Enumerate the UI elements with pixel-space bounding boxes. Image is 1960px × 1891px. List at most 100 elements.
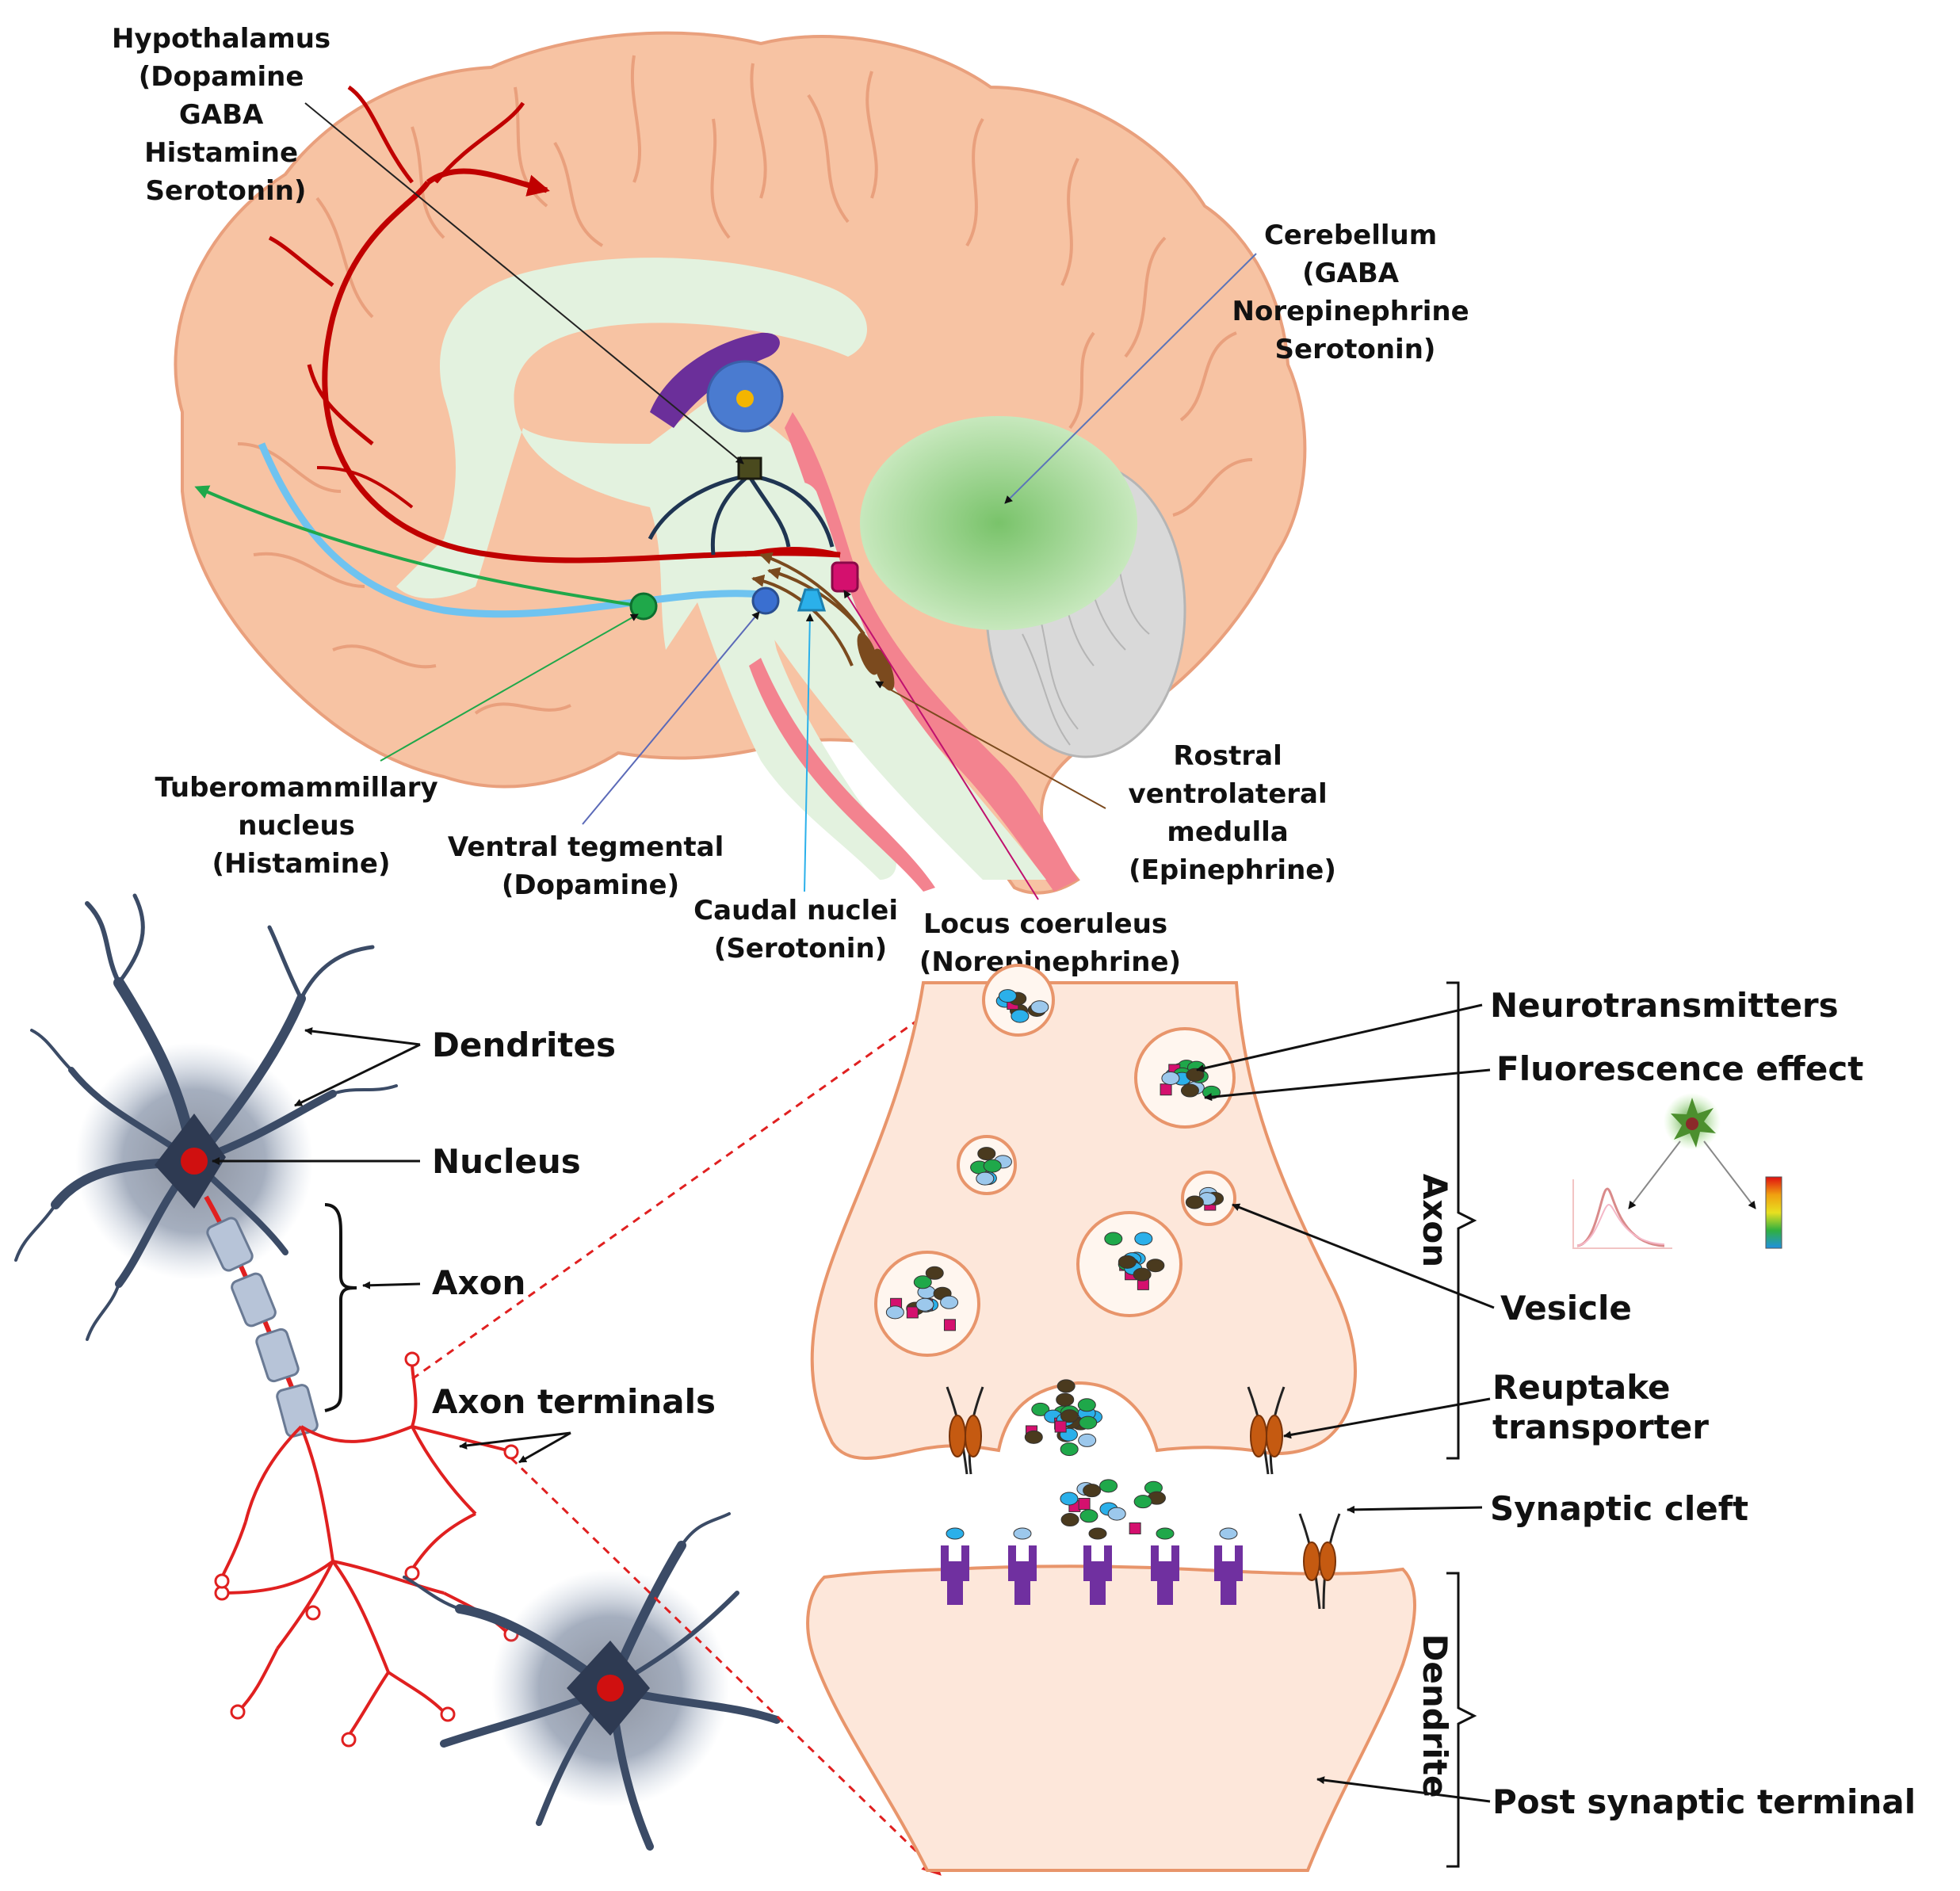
neurotransmitter-particle — [1078, 1433, 1097, 1447]
neurotransmitter-particle — [1079, 1415, 1098, 1430]
histamine-pathway — [194, 485, 643, 608]
dendrite-leader-2 — [294, 1043, 421, 1107]
norepinephrine-pathway — [744, 547, 841, 557]
neurotransmitter-particle — [1077, 1398, 1096, 1412]
hypothalamus-leader — [304, 102, 744, 464]
neurotransmitter-particle — [1054, 1420, 1067, 1433]
neurotransmitter-particle — [1031, 1402, 1050, 1416]
zoom-line-top — [411, 1003, 942, 1381]
receptor — [1151, 1545, 1179, 1605]
cleft-leader — [1347, 1505, 1483, 1514]
cerebellum-label: Cerebellum (GABA Norepinephrine Serotoni… — [1232, 220, 1479, 365]
neurotransmitter-particle — [1083, 1484, 1102, 1498]
neurotransmitter-particle — [976, 1171, 995, 1186]
neurotransmitter-particle — [1160, 1083, 1172, 1096]
neurotransmitter-particle — [1180, 1083, 1199, 1098]
epinephrine-nucleus-2 — [873, 648, 895, 691]
neurotransmitter-particle — [1099, 1479, 1118, 1493]
receptor — [1008, 1545, 1037, 1605]
myelin-sheaths — [206, 1217, 319, 1438]
neurotransmitters-leader — [1196, 1003, 1483, 1072]
reuptake-transporter-right — [1247, 1386, 1286, 1475]
dopamine-branch-3 — [268, 235, 334, 287]
neurotransmitter-particle — [943, 1319, 956, 1331]
brainstem-front-edge — [749, 658, 935, 892]
bound-neurotransmitter — [1219, 1527, 1238, 1540]
corpus-callosum — [396, 258, 896, 880]
receptor — [1214, 1545, 1243, 1605]
vesicle-label: Vesicle — [1500, 1289, 1632, 1328]
neurotransmitter-particle — [1011, 1009, 1030, 1023]
neurotransmitter-particle — [1060, 1442, 1079, 1457]
dopamine-branch-1 — [347, 85, 414, 184]
neurotransmitter-particle — [915, 1297, 934, 1312]
neurotransmitters-label: Neurotransmitters — [1490, 986, 1839, 1025]
bound-neurotransmitter — [1156, 1527, 1175, 1540]
dendrite-brace-right — [1446, 1572, 1477, 1868]
tuberomammillary-label: Tuberomammillary nucleus (Histamine) — [155, 772, 447, 880]
terminals-leader-2 — [518, 1431, 571, 1464]
neurotransmitter-particle — [1024, 1430, 1043, 1444]
receptor — [941, 1545, 969, 1605]
axon-terminals-label: Axon terminals — [432, 1382, 716, 1421]
reuptake-label: Reuptake transporter — [1492, 1368, 1709, 1446]
tuberomammillary-leader — [380, 613, 639, 762]
caudal-nuclei-label: Caudal nuclei (Serotonin) — [693, 895, 907, 965]
cerebellum-leader — [1004, 253, 1257, 504]
fluorescence-label: Fluorescence effect — [1496, 1049, 1863, 1088]
dopamine-branch-5 — [316, 466, 414, 509]
dendrite-side-label: Dendrite — [1416, 1634, 1454, 1798]
receptors — [941, 1527, 1243, 1605]
tuberomammillary-marker — [629, 592, 658, 621]
nucleus-dot — [181, 1148, 208, 1175]
neurotransmitter-particle — [1107, 1507, 1126, 1521]
thalamus-core — [736, 390, 754, 407]
neurotransmitter-particle — [1185, 1195, 1204, 1209]
fluorescence-inset — [1572, 1093, 1782, 1249]
caudal-nuclei-leader — [804, 613, 814, 892]
cerebellum-arbor — [860, 416, 1137, 630]
neurotransmitter-particle — [1104, 1232, 1123, 1246]
neurotransmitter-particle — [1030, 1000, 1049, 1014]
axon-side-label: Axon — [1416, 1174, 1454, 1267]
neurotransmitter-particle — [1060, 1492, 1079, 1506]
dopamine-branch-2 — [434, 101, 525, 184]
synaptic-cleft-label: Synaptic cleft — [1490, 1489, 1748, 1528]
rostral-medulla-leader — [875, 681, 1106, 809]
neurotransmitter-particle — [940, 1295, 959, 1309]
locus-coeruleus-leader — [843, 590, 1039, 900]
receptor — [1083, 1545, 1112, 1605]
ventral-tegmental-label: Ventral tegmental (Dopamine) — [448, 831, 733, 901]
serotonin-pathway — [258, 442, 762, 618]
neurotransmitter-particle — [1133, 1267, 1152, 1282]
neurotransmitter-particle — [1146, 1259, 1165, 1273]
reuptake-transporter-left — [946, 1386, 984, 1475]
fluorescence-leader — [1204, 1068, 1491, 1102]
neurotransmitter-particle — [1078, 1498, 1091, 1511]
axon-terminals — [220, 1362, 509, 1737]
axon-label: Axon — [432, 1263, 525, 1302]
hypothalamus-marker — [737, 457, 762, 480]
terminals-leader-1 — [459, 1431, 571, 1450]
dendrites-label: Dendrites — [432, 1026, 616, 1064]
brainstem — [745, 482, 1046, 880]
neurotransmitter-particle — [1118, 1255, 1137, 1269]
epinephrine-nucleus-1 — [857, 632, 879, 675]
synapse — [806, 964, 1782, 1872]
neurotransmitter-particle — [1079, 1509, 1098, 1523]
locus-coeruleus-marker — [831, 561, 859, 593]
postsynaptic-terminal — [806, 1564, 1416, 1872]
reuptake-transporter-post — [1298, 1513, 1341, 1610]
neurotransmitter-particle — [1060, 1513, 1079, 1527]
reuptake-leader — [1283, 1397, 1491, 1439]
neurotransmitter-particle — [1186, 1068, 1205, 1082]
axon-brace-right — [1446, 981, 1477, 1460]
axon-brace — [324, 1203, 357, 1412]
axon-leader — [362, 1281, 421, 1289]
caudal-nuclei-marker — [797, 588, 827, 612]
hypothalamus-label: Hypothalamus (Dopamine GABA Histamine Se… — [112, 23, 340, 207]
neurotransmitter-particle — [1056, 1379, 1076, 1393]
bound-neurotransmitter — [1088, 1527, 1107, 1540]
neurotransmitter-particles — [885, 989, 1225, 1534]
terminal-boutons — [214, 1351, 519, 1748]
